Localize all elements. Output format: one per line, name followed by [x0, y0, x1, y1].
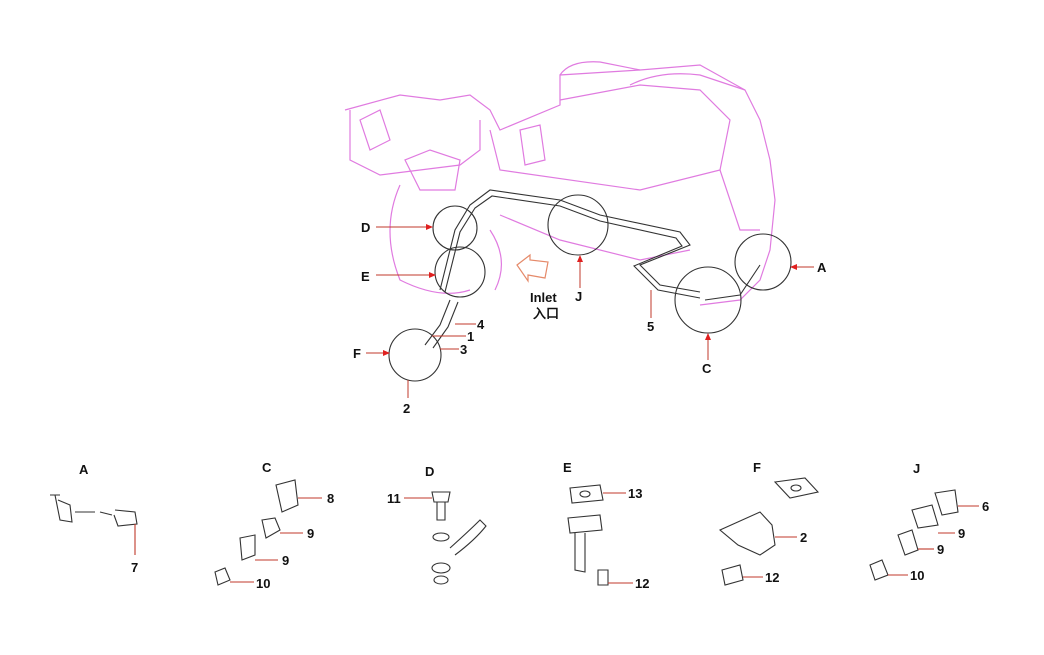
- detail-c-part: 9: [282, 553, 289, 568]
- inlet-label: Inlet: [530, 290, 557, 305]
- inlet-arrow-icon: [516, 253, 549, 283]
- detail-title-d: D: [425, 464, 434, 479]
- callout-j: J: [575, 289, 582, 304]
- detail-a-part: 7: [131, 560, 138, 575]
- detail-e-part: 12: [635, 576, 649, 591]
- callout-a: A: [817, 260, 827, 275]
- detail-circle-d: [432, 205, 478, 251]
- detail-f-part: 12: [765, 570, 779, 585]
- detail-c-part: 10: [256, 576, 270, 591]
- detail-title-c: C: [262, 460, 272, 475]
- callout-c: C: [702, 361, 712, 376]
- callout-e: E: [361, 269, 370, 284]
- detail-j-part: 9: [958, 526, 965, 541]
- detail-d-part: 11: [387, 491, 401, 506]
- part-5: 5: [647, 319, 654, 334]
- part-4: 4: [477, 317, 485, 332]
- detail-j-part: 6: [982, 499, 989, 514]
- engine-outline: [344, 61, 776, 306]
- detail-circle-j: [547, 194, 609, 256]
- leader-lines: [366, 224, 814, 398]
- detail-j-part: 10: [910, 568, 924, 583]
- detail-circle-e: [434, 246, 486, 298]
- inlet-label-cn: 入口: [533, 306, 559, 321]
- detail-c-part: 8: [327, 491, 334, 506]
- detail-title-a: A: [79, 462, 89, 477]
- detail-drawings: [50, 477, 979, 586]
- detail-title-f: F: [753, 460, 761, 475]
- detail-circle-a: [734, 233, 792, 291]
- fuel-pipe: [439, 189, 701, 293]
- callout-f: F: [353, 346, 361, 361]
- detail-title-e: E: [563, 460, 572, 475]
- part-2: 2: [403, 401, 410, 416]
- detail-e-part: 13: [628, 486, 642, 501]
- detail-title-j: J: [913, 461, 920, 476]
- detail-c-part: 9: [307, 526, 314, 541]
- detail-circle-f: [388, 328, 442, 382]
- detail-j-part: 9: [937, 542, 944, 557]
- callout-d: D: [361, 220, 370, 235]
- part-3: 3: [460, 342, 467, 357]
- detail-f-part: 2: [800, 530, 807, 545]
- part-1: 1: [467, 329, 474, 344]
